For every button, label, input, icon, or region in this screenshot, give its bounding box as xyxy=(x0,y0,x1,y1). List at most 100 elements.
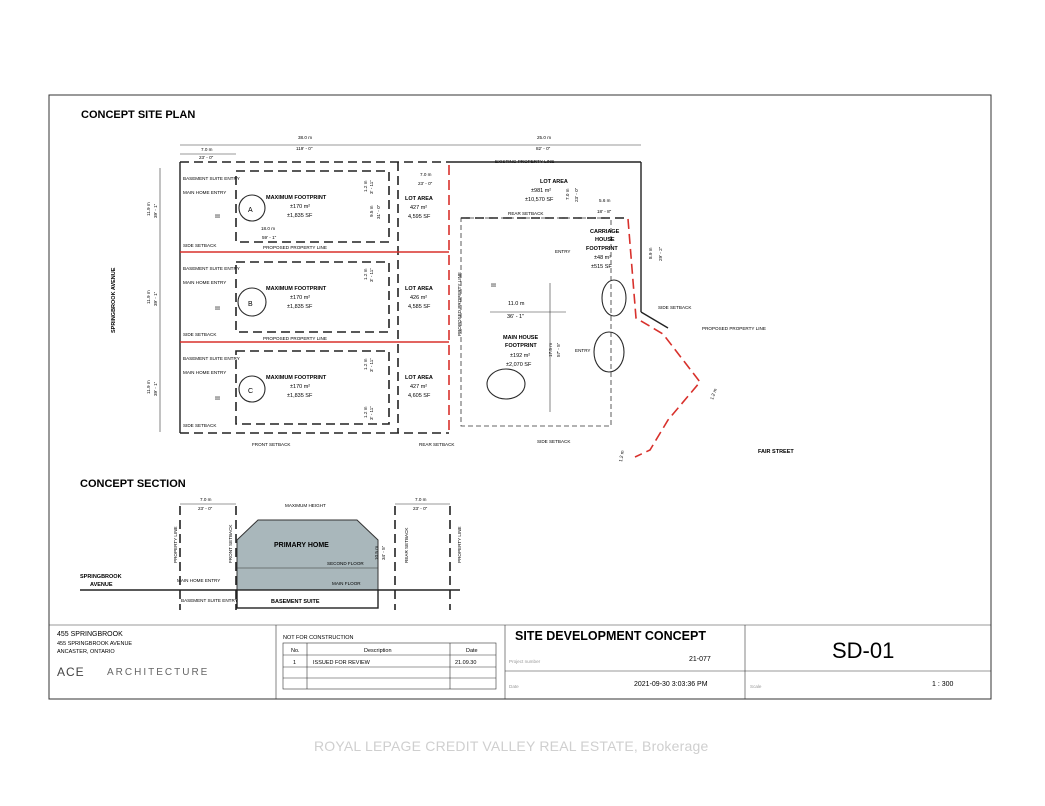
svg-text:3' - 11": 3' - 11" xyxy=(369,180,374,194)
svg-text:±170 m²: ±170 m² xyxy=(290,204,310,210)
top-dimensions: 38.0 m 119' - 0" 25.0 m 82' - 0" 7.0 m 2… xyxy=(180,135,641,160)
svg-text:59' - 1": 59' - 1" xyxy=(262,235,277,240)
svg-text:34' - 5": 34' - 5" xyxy=(381,545,386,560)
svg-text:II: II xyxy=(215,306,222,310)
svg-text:II: II xyxy=(215,214,222,218)
svg-text:BASEMENT SUITE ENTRY: BASEMENT SUITE ENTRY xyxy=(183,356,240,361)
svg-text:1.2 m: 1.2 m xyxy=(363,180,368,192)
svg-text:427 m²: 427 m² xyxy=(410,205,427,211)
lot-labels: BASEMENT SUITE ENTRY MAIN HOME ENTRY BAS… xyxy=(183,172,455,447)
svg-text:PROPOSED PROPERTY LINE: PROPOSED PROPERTY LINE xyxy=(263,336,327,341)
svg-text:MAIN HOME ENTRY: MAIN HOME ENTRY xyxy=(183,370,226,375)
svg-text:4,585 SF: 4,585 SF xyxy=(408,304,431,310)
svg-text:LOT AREA: LOT AREA xyxy=(405,286,433,292)
proposed-property-lines xyxy=(180,165,702,458)
svg-text:ISSUED FOR REVIEW: ISSUED FOR REVIEW xyxy=(313,660,371,666)
svg-text:10.5 m: 10.5 m xyxy=(374,546,379,560)
svg-text:MAXIMUM HEIGHT: MAXIMUM HEIGHT xyxy=(285,503,326,508)
svg-text:BASEMENT SUITE: BASEMENT SUITE xyxy=(271,599,320,605)
svg-text:BASEMENT SUITE ENTRY: BASEMENT SUITE ENTRY xyxy=(181,598,238,603)
svg-text:AVENUE: AVENUE xyxy=(90,582,113,588)
svg-text:FAIR STREET: FAIR STREET xyxy=(758,449,794,455)
svg-text:±10,570 SF: ±10,570 SF xyxy=(525,197,554,203)
svg-text:1.2 m: 1.2 m xyxy=(363,406,368,418)
svg-text:ENTRY: ENTRY xyxy=(555,249,571,254)
svg-text:Scale: Scale xyxy=(750,684,762,689)
svg-text:B: B xyxy=(248,301,253,308)
svg-text:11.9 m: 11.9 m xyxy=(146,290,151,304)
svg-text:11.9 m: 11.9 m xyxy=(146,202,151,216)
lots-boundary xyxy=(179,161,449,434)
logo-architecture: ARCHITECTURE xyxy=(107,667,209,678)
svg-text:1.2 m: 1.2 m xyxy=(363,358,368,370)
svg-text:Project number: Project number xyxy=(509,659,541,664)
svg-text:82' - 0": 82' - 0" xyxy=(536,146,551,151)
svg-text:Date: Date xyxy=(509,684,519,689)
svg-text:LOT AREA: LOT AREA xyxy=(405,196,433,202)
svg-text:7.0 m: 7.0 m xyxy=(420,172,432,177)
svg-text:REAR SETBACK: REAR SETBACK xyxy=(508,211,544,216)
svg-text:PROPOSED PROPERTY LINE: PROPOSED PROPERTY LINE xyxy=(702,326,766,331)
svg-text:HOUSE: HOUSE xyxy=(595,237,615,243)
svg-text:ENTRY: ENTRY xyxy=(575,348,591,353)
svg-text:±192 m²: ±192 m² xyxy=(510,353,530,359)
svg-text:II: II xyxy=(491,283,498,287)
svg-text:FOOTPRINT: FOOTPRINT xyxy=(586,246,618,252)
logo-ace: ACE xyxy=(57,665,85,679)
side-setback-dims: 1.2 m 3' - 11" 1.2 m 3' - 11" 1.2 m 3' -… xyxy=(363,180,374,420)
svg-text:57' - 5": 57' - 5" xyxy=(556,342,561,357)
svg-text:23' - 0": 23' - 0" xyxy=(199,155,214,160)
svg-text:Description: Description xyxy=(364,648,392,654)
drawing-title: SITE DEVELOPMENT CONCEPT xyxy=(515,629,706,643)
svg-text:39' - 1": 39' - 1" xyxy=(153,381,158,396)
svg-text:Date: Date xyxy=(466,648,478,654)
svg-text:8.9 m: 8.9 m xyxy=(648,247,653,259)
svg-text:SIDE SETBACK: SIDE SETBACK xyxy=(183,423,217,428)
sheet-border xyxy=(48,94,992,700)
svg-text:17.5 m: 17.5 m xyxy=(548,343,553,357)
svg-text:21.09.30: 21.09.30 xyxy=(455,660,476,666)
lot-width-dimensions: 11.9 m 39' - 1" 11.9 m 39' - 1" 11.9 m 3… xyxy=(146,168,161,432)
svg-text:±170 m²: ±170 m² xyxy=(290,295,310,301)
svg-text:23' - 0": 23' - 0" xyxy=(413,506,428,511)
svg-text:No.: No. xyxy=(291,648,300,654)
project-number: 21-077 xyxy=(689,656,711,663)
svg-text:II: II xyxy=(215,396,222,400)
svg-text:119' - 0": 119' - 0" xyxy=(296,146,313,151)
svg-text:23' - 0": 23' - 0" xyxy=(418,181,433,186)
svg-text:1: 1 xyxy=(293,660,296,666)
svg-text:7.0 m: 7.0 m xyxy=(200,497,212,502)
svg-text:MAIN HOME ENTRY: MAIN HOME ENTRY xyxy=(183,280,226,285)
svg-text:PROPOSED PROPERTY LINE: PROPOSED PROPERTY LINE xyxy=(457,272,462,336)
svg-text:BASEMENT SUITE ENTRY: BASEMENT SUITE ENTRY xyxy=(183,266,240,271)
svg-text:EXISTING PROPERTY LINE: EXISTING PROPERTY LINE xyxy=(495,159,554,164)
street-springbrook-label: SPRINGBROOK AVENUE xyxy=(111,267,117,333)
svg-text:PROPERTY LINE: PROPERTY LINE xyxy=(457,526,462,563)
svg-text:3' - 11": 3' - 11" xyxy=(369,268,374,282)
svg-text:±1,835 SF: ±1,835 SF xyxy=(287,304,313,310)
svg-text:39' - 1": 39' - 1" xyxy=(153,203,158,218)
svg-text:36' - 1": 36' - 1" xyxy=(507,314,524,320)
svg-text:1.2 m: 1.2 m xyxy=(363,268,368,280)
address-line-1: 455 SPRINGBROOK xyxy=(57,631,123,638)
svg-text:11.9 m: 11.9 m xyxy=(146,380,151,394)
svg-text:1.2 m: 1.2 m xyxy=(709,388,718,401)
svg-text:18.0 m: 18.0 m xyxy=(261,226,275,231)
svg-text:39' - 1": 39' - 1" xyxy=(153,291,158,306)
scale-value: 1 : 300 xyxy=(932,681,954,688)
svg-text:MAIN FLOOR: MAIN FLOOR xyxy=(332,581,361,586)
svg-text:7.0 m: 7.0 m xyxy=(565,188,570,200)
svg-text:±48 m²: ±48 m² xyxy=(594,255,611,261)
svg-text:23' - 0": 23' - 0" xyxy=(198,506,213,511)
concept-section: 7.0 m 23' - 0" 7.0 m 23' - 0" MAXIMUM HE… xyxy=(80,497,462,610)
svg-text:±515 SF: ±515 SF xyxy=(591,264,612,270)
svg-text:PROPERTY LINE: PROPERTY LINE xyxy=(173,526,178,563)
lot-2: MAXIMUM FOOTPRINT ±170 m² ±1,835 SF LOT … xyxy=(215,286,433,317)
svg-text:LOT AREA: LOT AREA xyxy=(405,375,433,381)
svg-text:±170 m²: ±170 m² xyxy=(290,384,310,390)
svg-text:29' - 2": 29' - 2" xyxy=(658,246,663,261)
svg-text:MAIN HOUSE: MAIN HOUSE xyxy=(503,335,538,341)
issue-date: 2021-09-30 3:03:36 PM xyxy=(634,681,708,688)
svg-text:3' - 11": 3' - 11" xyxy=(369,406,374,420)
